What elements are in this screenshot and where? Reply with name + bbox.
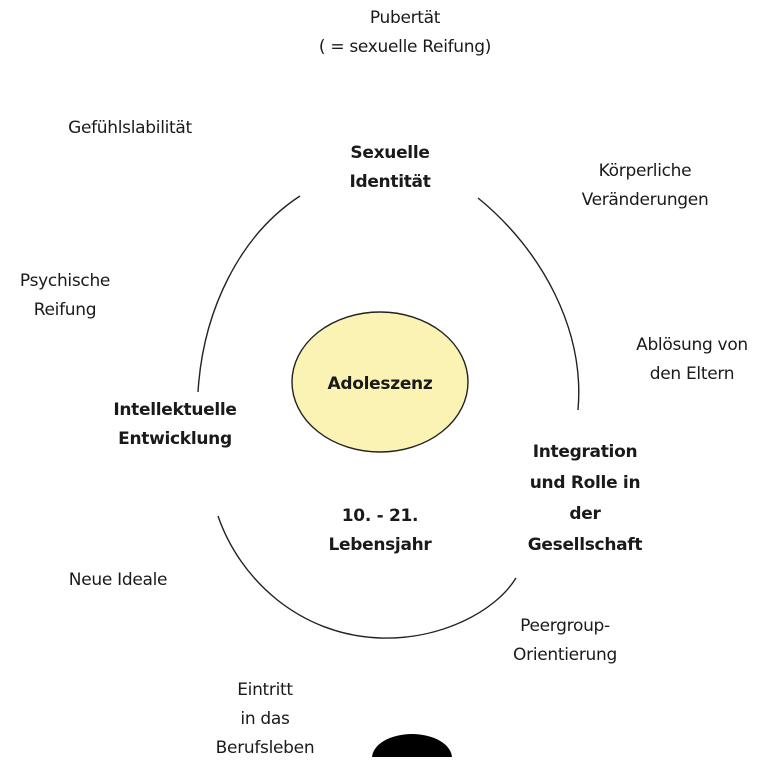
- label-neue-ideale: Neue Ideale: [68, 570, 168, 590]
- aspect-intellektuelle-entwicklung: Intellektuelle Entwicklung: [113, 400, 237, 449]
- aspect-sexuelle-identitaet: Sexuelle Identität: [349, 143, 431, 192]
- age-range-label: 10. - 21. Lebensjahr: [310, 502, 450, 560]
- age-range-line-2: Lebensjahr: [328, 535, 432, 555]
- label-gefuehlslabilitaet: Gefühlslabilität: [68, 118, 192, 138]
- label-peergroup-orientierung: Peergroup- Orientierung: [513, 616, 617, 665]
- label-eintritt-berufsleben: Eintritt in das Berufsleben: [215, 680, 315, 758]
- ring-arc-top-right: [477, 197, 580, 411]
- ring-arc-top-left: [197, 195, 301, 393]
- aspect-integration-gesellschaft: Integration und Rolle in der Gesellschaf…: [527, 442, 643, 555]
- dark-blob-shape: [372, 734, 452, 757]
- label-psychische-reifung: Psychische Reifung: [19, 271, 111, 320]
- label-koerperliche-veraenderungen: Körperliche Veränderungen: [581, 161, 709, 210]
- ring-arc-bottom: [217, 515, 517, 639]
- center-label: Adoleszenz: [327, 374, 433, 394]
- age-range-line-1: 10. - 21.: [341, 506, 419, 526]
- center-ellipse: [291, 311, 469, 453]
- label-pubertaet: Pubertät ( = sexuelle Reifung): [318, 8, 492, 57]
- label-abloesung-eltern: Ablösung von den Eltern: [636, 335, 748, 384]
